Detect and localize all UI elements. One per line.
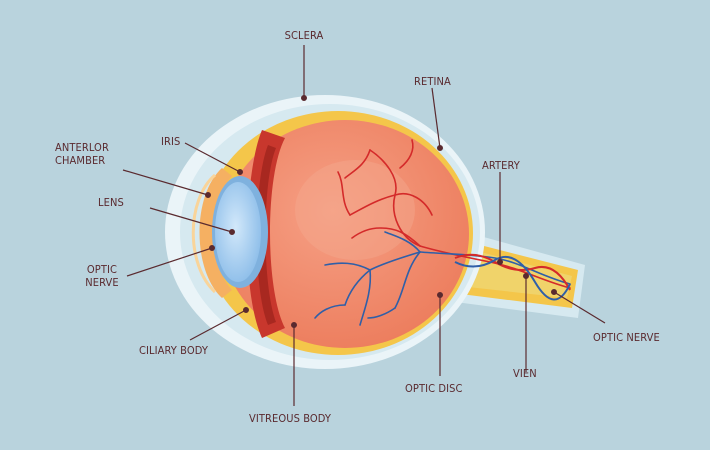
optic-nerve-vessels: [454, 253, 571, 301]
label-artery: ARTERY: [482, 159, 520, 172]
label-optic-nerve-left: OPTIC NERVE: [85, 263, 119, 289]
anterior-chamber-shape: [191, 168, 232, 298]
label-optic-disc: OPTIC DISC: [405, 382, 463, 395]
retinal-veins: [314, 231, 571, 326]
label-retina: RETINA: [414, 75, 451, 88]
label-sclera: SCLERA: [284, 29, 324, 42]
label-optic-nerve-right: OPTIC NERVE: [593, 331, 660, 344]
label-ciliary-body: CILIARY BODY: [139, 344, 209, 357]
vitreous-body-shape: [221, 120, 469, 348]
label-vien: VIEN: [513, 367, 537, 380]
leader-lines: [122, 45, 606, 406]
retinal-arteries: [337, 139, 571, 289]
label-anterior-chamber: ANTERLOR CHAMBER: [55, 141, 109, 167]
lens-shape: [215, 182, 261, 282]
label-lens: LENS: [98, 196, 124, 209]
label-iris: IRIS: [161, 135, 181, 148]
vitreous-highlight: [295, 160, 415, 260]
label-vitreous-body: VITREOUS BODY: [249, 412, 332, 425]
